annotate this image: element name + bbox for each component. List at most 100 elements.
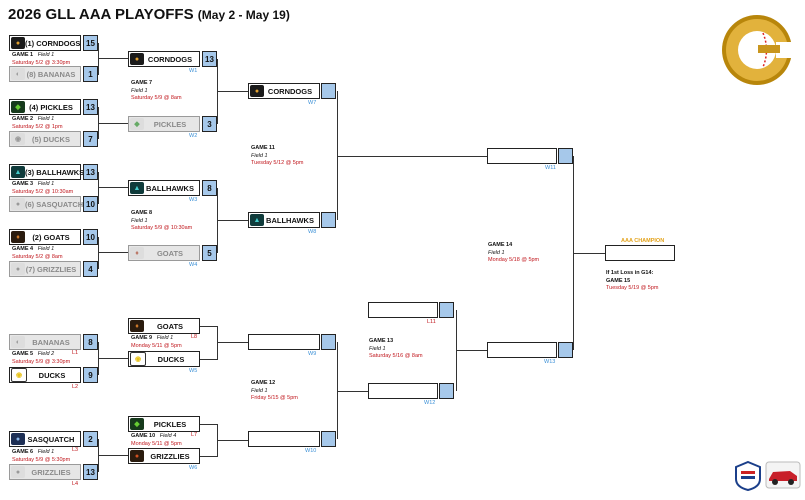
- team-label: (8) BANANAS: [26, 69, 76, 79]
- score-g5-bananas: 8: [83, 334, 98, 350]
- champion-label: AAA CHAMPION: [621, 238, 665, 244]
- team-label: (5) DUCKS: [32, 134, 70, 144]
- team-grizzlies-lower2[interactable]: ● GRIZZLIES: [128, 448, 200, 464]
- label-w11: W11: [545, 165, 556, 171]
- score-g2-pickles: 13: [83, 99, 98, 115]
- team-label: GOATS: [156, 321, 184, 331]
- score-g11-ballhawks: [321, 212, 336, 228]
- team-bananas-r1[interactable]: ◐ (8) BANANAS: [9, 66, 81, 82]
- team-ballhawks-r3[interactable]: ▲ BALLHAWKS: [248, 212, 320, 228]
- game10-info: GAME 10 Field 4 Monday 5/11 @ 5pm: [131, 433, 182, 447]
- team-label: DUCKS: [38, 370, 66, 380]
- team-corndogs-r1[interactable]: ● (1) CORNDOGS: [9, 35, 81, 51]
- sasquatch-logo-icon: ●: [11, 433, 25, 445]
- team-goats-lower[interactable]: ♦ GOATS: [128, 318, 200, 334]
- team-label: DUCKS: [157, 354, 185, 364]
- team-label: GRIZZLIES: [150, 451, 190, 461]
- label-l11: L11: [427, 319, 436, 325]
- grizzly-logo-icon: ●: [11, 466, 25, 478]
- sasquatch-logo-icon: ●: [11, 198, 25, 210]
- score-g2-ducks: 7: [83, 131, 98, 147]
- team-pickles-r2[interactable]: ◆ PICKLES: [128, 116, 200, 132]
- team-label: BANANAS: [32, 337, 70, 347]
- label-w10: W10: [305, 448, 317, 454]
- team-ballhawks-r2[interactable]: ▲ BALLHAWKS: [128, 180, 200, 196]
- team-corndogs-r3[interactable]: ● CORNDOGS: [248, 83, 320, 99]
- team-grizzlies-lower[interactable]: ● GRIZZLIES: [9, 464, 81, 480]
- team-label: (2) GOATS: [32, 232, 70, 242]
- team-label: (6) SASQUATCH: [25, 199, 84, 209]
- team-corndogs-r2[interactable]: ● CORNDOGS: [128, 51, 200, 67]
- team-label: BALLHAWKS: [146, 183, 194, 193]
- team-ballhawks-r1[interactable]: ▲ (3) BALLHAWKS: [9, 164, 84, 180]
- duck-logo-icon: ◉: [11, 368, 27, 382]
- score-g6-sasquatch: 2: [83, 431, 98, 447]
- team-ducks-r1[interactable]: ◉ (5) DUCKS: [9, 131, 81, 147]
- corndog-logo-icon: ●: [11, 37, 25, 49]
- goat-logo-icon: ♦: [130, 320, 144, 332]
- score-g5-ducks: 9: [83, 367, 98, 383]
- team-label: (7) GRIZZLIES: [25, 264, 77, 274]
- label-w5: W5: [189, 368, 198, 374]
- l11-slot[interactable]: [368, 302, 438, 318]
- label-l7: L7: [191, 432, 198, 438]
- score-g8-goats: 5: [202, 245, 217, 261]
- team-bananas-lower[interactable]: ◐ BANANAS: [9, 334, 81, 350]
- label-l1: L1: [72, 350, 79, 356]
- w9-slot[interactable]: [248, 334, 320, 350]
- goat-logo-icon: ♦: [11, 231, 25, 243]
- grizzly-logo-icon: ●: [130, 450, 144, 462]
- w13-slot[interactable]: [487, 342, 557, 358]
- game4-info: GAME 4 Field 1 Saturday 5/2 @ 8am: [12, 246, 63, 260]
- winners-final-slot[interactable]: [487, 148, 557, 164]
- team-label: (3) BALLHAWKS: [25, 167, 85, 177]
- team-goats-r2[interactable]: ♦ GOATS: [128, 245, 200, 261]
- score-g13-w12: [439, 383, 454, 399]
- ballhawk-logo-icon: ▲: [250, 214, 264, 226]
- label-w7: W7: [308, 100, 317, 106]
- pickle-logo-icon: ◆: [130, 418, 144, 430]
- team-ducks-lower[interactable]: ◉ DUCKS: [9, 367, 81, 383]
- gll-baseball-logo: [722, 15, 796, 85]
- score-g14-w13: [558, 342, 573, 358]
- score-g13-l11: [439, 302, 454, 318]
- label-w3: W3: [189, 197, 198, 203]
- team-label: (1) CORNDOGS: [25, 38, 81, 48]
- duck-logo-icon: ◉: [11, 133, 25, 145]
- game1-info: GAME 1 Field 1 Saturday 5/2 @ 3:30pm: [12, 52, 71, 66]
- pickle-logo-icon: ◆: [11, 101, 25, 113]
- w10-slot[interactable]: [248, 431, 320, 447]
- champion-slot[interactable]: [605, 245, 675, 261]
- grizzly-logo-icon: ●: [11, 263, 25, 275]
- label-w8: W8: [308, 229, 317, 235]
- team-sasquatch-lower[interactable]: ● SASQUATCH: [9, 431, 81, 447]
- page-title: 2026 GLL AAA PLAYOFFS (May 2 - May 19): [8, 6, 290, 23]
- score-g11-corndogs: [321, 83, 336, 99]
- red-car-logo: [765, 461, 801, 489]
- team-pickles-lower[interactable]: ◆ PICKLES: [128, 416, 200, 432]
- label-w2: W2: [189, 133, 198, 139]
- team-pickles-r1[interactable]: ◆ (4) PICKLES: [9, 99, 81, 115]
- team-ducks-lower2[interactable]: ◉ DUCKS: [128, 351, 200, 367]
- team-label: CORNDOGS: [147, 54, 193, 64]
- score-g4-goats: 10: [83, 229, 98, 245]
- team-label: SASQUATCH: [27, 434, 75, 444]
- corndog-logo-icon: ●: [250, 85, 264, 97]
- team-sasquatch-r1[interactable]: ● (6) SASQUATCH: [9, 196, 83, 212]
- w12-slot[interactable]: [368, 383, 438, 399]
- label-w12: W12: [424, 400, 436, 406]
- score-g1-corndogs: 15: [83, 35, 98, 51]
- game3-info: GAME 3 Field 1 Saturday 5/2 @ 10:30am: [12, 181, 74, 195]
- score-g4-grizzlies: 4: [83, 261, 98, 277]
- team-goats-r1[interactable]: ♦ (2) GOATS: [9, 229, 81, 245]
- team-label: PICKLES: [153, 119, 187, 129]
- pickle-logo-icon: ◆: [130, 118, 144, 130]
- team-grizzlies-r1[interactable]: ● (7) GRIZZLIES: [9, 261, 81, 277]
- team-label: (4) PICKLES: [29, 102, 73, 112]
